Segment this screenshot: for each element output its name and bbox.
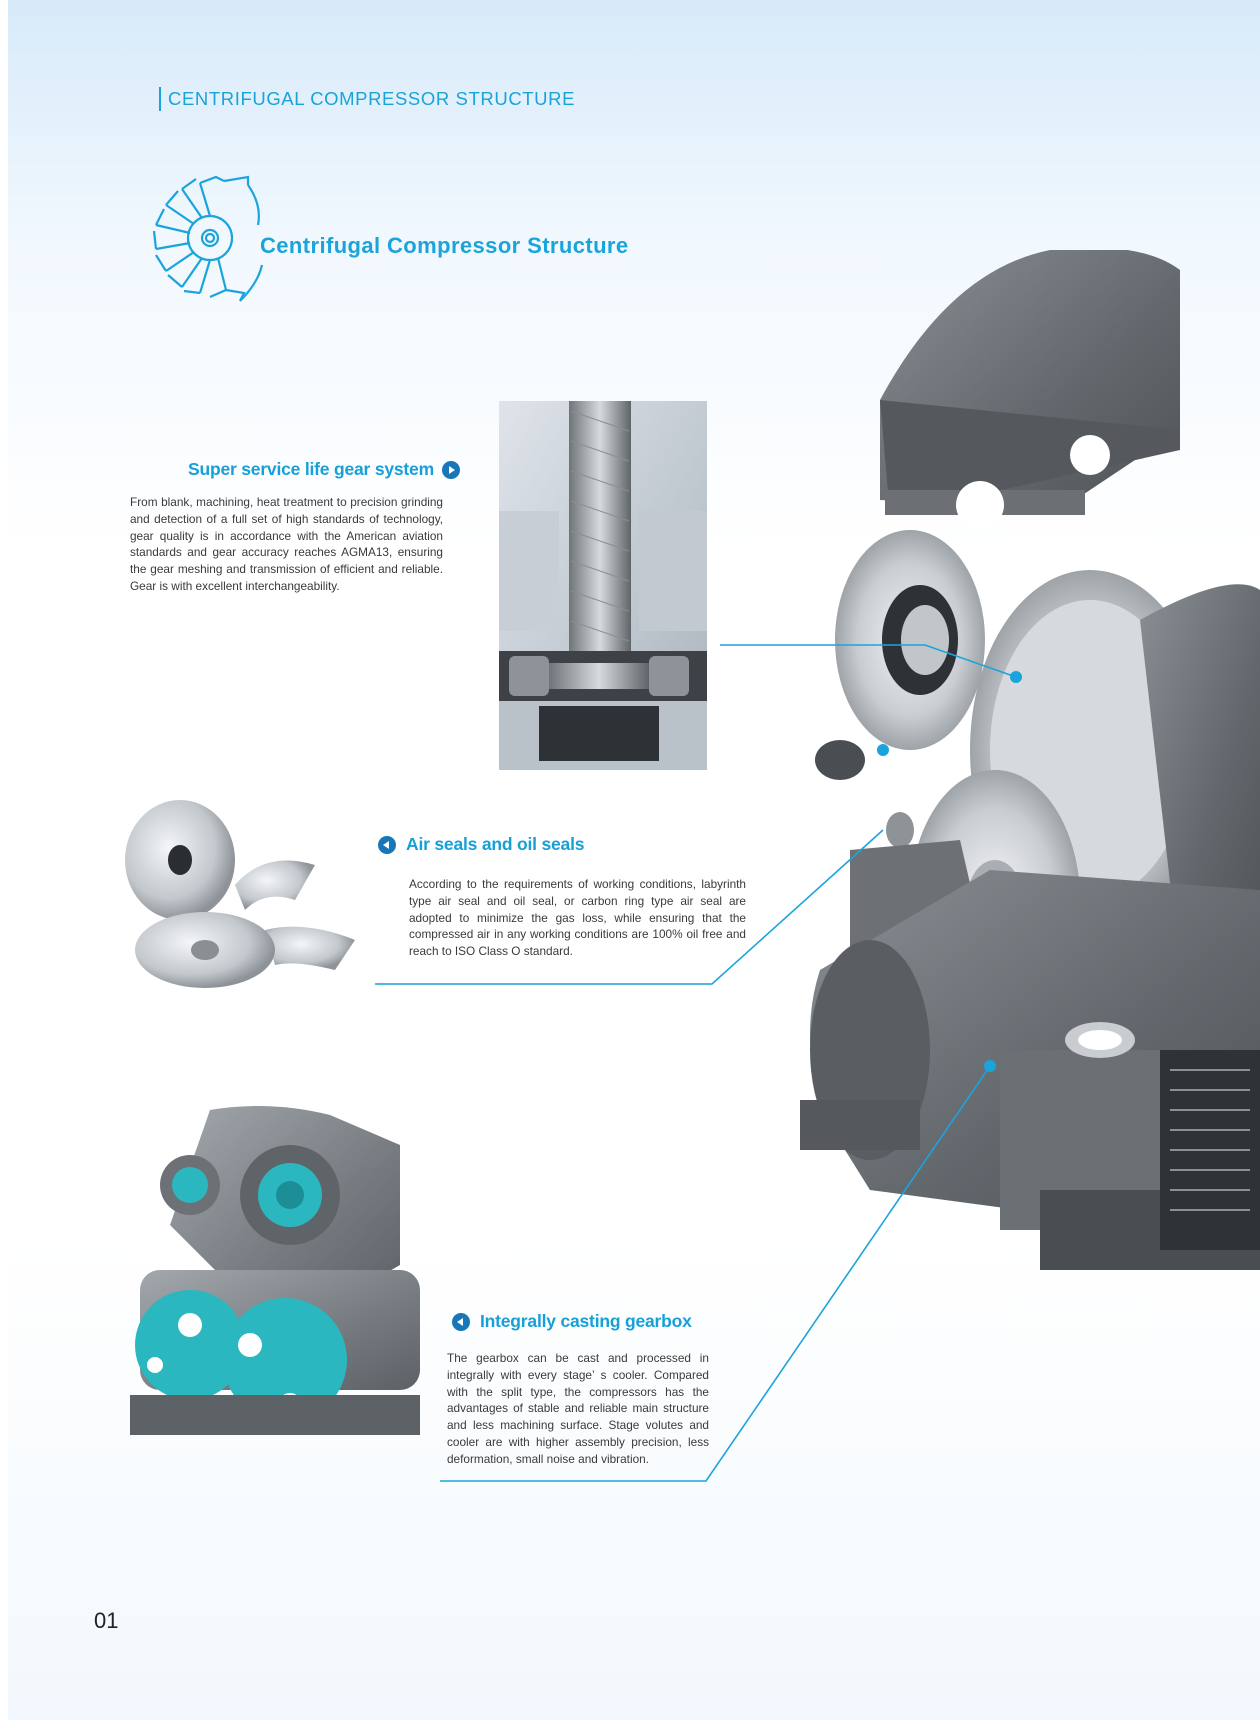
play-circle-icon [452,1312,470,1331]
gear-photo [499,401,707,770]
gearbox-photo [130,1105,430,1440]
compressor-exploded-illustration [760,250,1260,1400]
section-title: Air seals and oil seals [406,834,585,854]
section-title: Integrally casting gearbox [480,1311,692,1331]
section-gearbox-title-row: Integrally casting gearbox [452,1311,692,1332]
section-seals-body: According to the requirements of working… [409,877,746,959]
header-label: CENTRIFUGAL COMPRESSOR STRUCTURE [159,87,575,111]
section-title: Super service life gear system [188,459,434,479]
play-circle-icon [378,835,396,854]
seals-photo [115,790,360,990]
section-gearbox-body: The gearbox can be cast and processed in… [447,1351,709,1466]
section-gear-title-row: Super service life gear system [188,459,460,480]
main-title: Centrifugal Compressor Structure [260,233,629,258]
page-number: 01 [94,1608,119,1633]
section-gear-body: From blank, machining, heat treatment to… [130,495,443,593]
impeller-logo-icon [144,165,269,310]
play-circle-icon [441,460,460,479]
section-seals-title-row: Air seals and oil seals [378,834,584,855]
